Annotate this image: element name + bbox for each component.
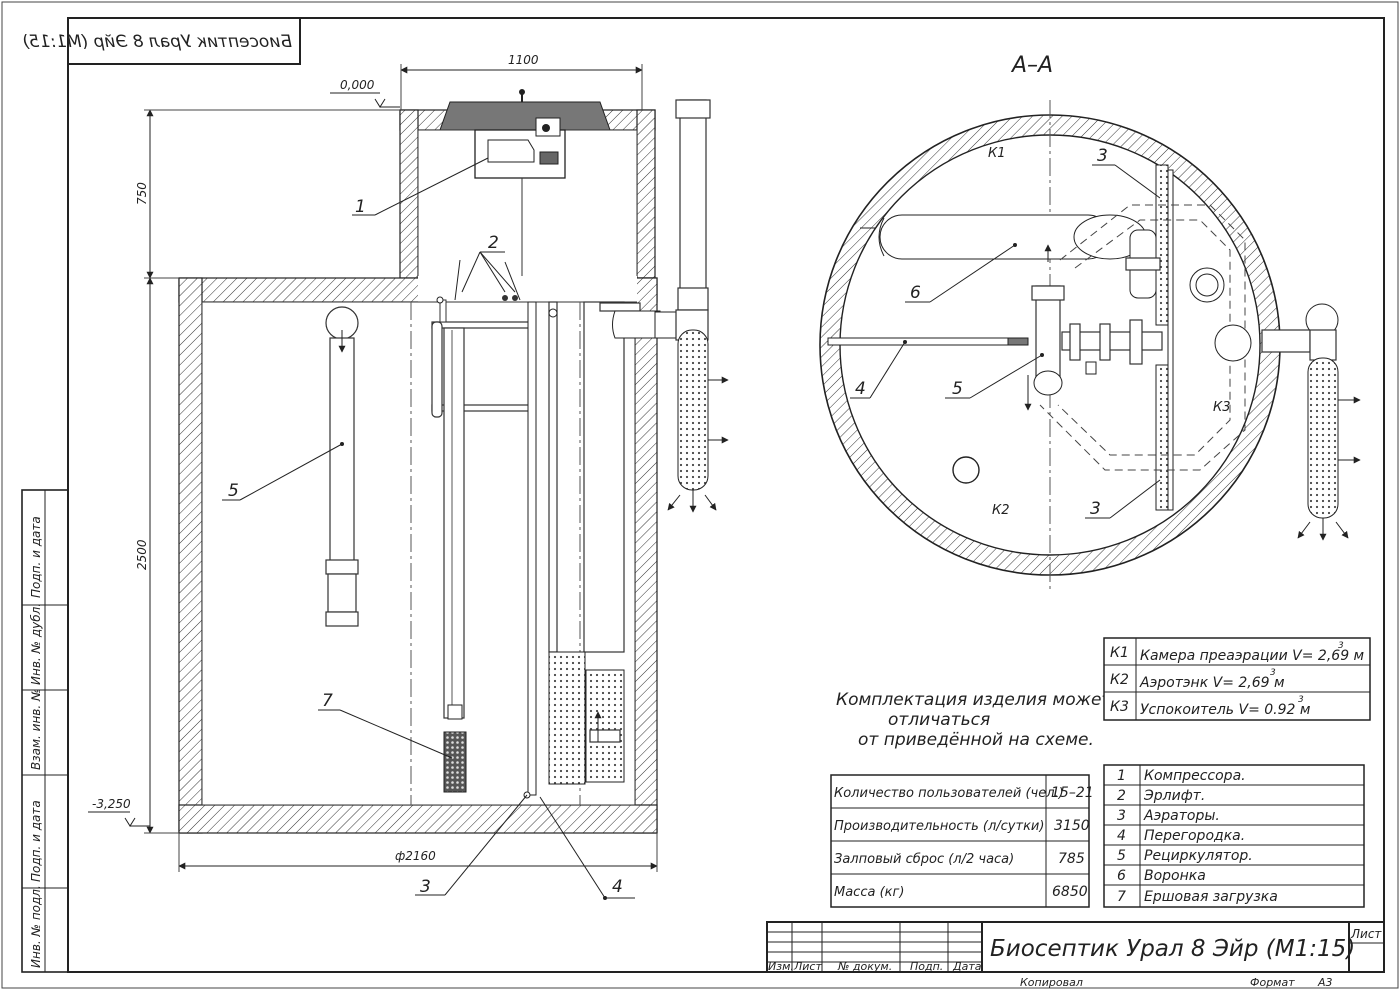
spec-value: 6850 (1052, 884, 1088, 900)
tb-format-value: А3 (1317, 976, 1333, 989)
body-right-wall (634, 277, 658, 834)
stamp-vzam-inv: Взам. инв. № (29, 689, 43, 770)
chamber-row-code: К2 (1110, 672, 1129, 688)
tb-col-list: Лист (793, 960, 822, 973)
part-num: 7 (1117, 889, 1126, 905)
chambers-table: К1 Камера преаэрации V= 2,69 м 3 К2 Аэро… (1103, 637, 1371, 721)
stamp-inv-podl: Инв. № подл. (29, 885, 43, 968)
chamber-row-text: Аэротэнк V= 2,69 м (1139, 675, 1285, 691)
side-stamp: Инв. № подл. Подп. и дата Взам. инв. № И… (21, 489, 69, 973)
spec-value: 3150 (1054, 818, 1090, 834)
callout-section-4: 4 (855, 379, 866, 399)
callout-section-3-lower: 3 (1090, 499, 1101, 519)
mirrored-title-box: Биосептик Урал 8 Эйр (М1:15) (22, 17, 301, 65)
callout-section-5: 5 (952, 379, 963, 399)
airlift-assembly-2 (431, 259, 533, 793)
callout-front-3: 3 (420, 877, 431, 897)
tb-copied: Копировал (1020, 976, 1083, 989)
callout-front-4: 4 (612, 877, 623, 897)
chamber-row-text: Успокоитель V= 0.92 м (1140, 702, 1311, 718)
aerator-lower (1155, 364, 1169, 511)
recirculator-5 (325, 306, 359, 627)
stamp-podp-data-2: Подп. и дата (29, 516, 43, 598)
spec-label: Масса (кг) (834, 885, 904, 900)
tb-col-podp: Подп. (910, 960, 943, 973)
neck-right-wall (636, 109, 656, 279)
chamber-row-code: К3 (1110, 699, 1129, 715)
section-a-a: А–А (819, 53, 1361, 590)
neck-left-wall (399, 109, 419, 279)
dim-width-top: 1100 (508, 53, 539, 67)
dim-diameter: ф2160 (395, 849, 436, 863)
chamber-row-sup: 3 (1338, 641, 1344, 651)
tb-col-data: Дата (952, 960, 982, 973)
lid (439, 101, 611, 131)
part-name: Компрессора. (1144, 768, 1246, 784)
tb-title: Биосептик Урал 8 Эйр (М1:15) (990, 936, 1355, 962)
calming-chamber (548, 301, 625, 785)
outlet-drainage (654, 99, 729, 513)
part-num: 5 (1117, 848, 1126, 864)
dim-level-zero: 0,000 (340, 78, 375, 92)
aerator-upper (1155, 164, 1169, 326)
tb-col-dokum: № докум. (837, 960, 892, 973)
dim-height-neck: 750 (135, 182, 149, 205)
callout-front-1: 1 (355, 197, 366, 217)
brush-load-7 (443, 731, 467, 793)
spec-label: Количество пользователей (чел.) (834, 786, 1064, 801)
section-partition (827, 337, 1029, 346)
chamber-row-sup: 3 (1298, 695, 1304, 705)
note-line-1: Комплектация изделия может (836, 690, 1112, 710)
stamp-podp-data-1: Подп. и дата (29, 800, 43, 882)
part-name: Эрлифт. (1143, 788, 1205, 804)
callout-front-7: 7 (322, 691, 333, 711)
chamber-k1-label: К1 (988, 146, 1006, 161)
callout-section-6: 6 (910, 283, 921, 303)
partition-4 (527, 301, 537, 796)
dim-level-bottom: -3,250 (92, 797, 131, 811)
part-name: Аэраторы. (1143, 808, 1220, 824)
part-num: 3 (1117, 808, 1126, 824)
compressor-unit (474, 117, 566, 300)
chamber-k2-label: К2 (992, 503, 1010, 518)
part-name: Ершовая загрузка (1144, 889, 1278, 905)
body-bottom-wall (178, 804, 658, 834)
mirrored-title: Биосептик Урал 8 Эйр (М1:15) (22, 32, 292, 52)
tb-col-izm: Изм. (768, 960, 794, 973)
part-name: Рециркулятор. (1144, 848, 1253, 864)
tb-format-label: Формат (1250, 976, 1295, 989)
dim-height-body: 2500 (135, 539, 149, 570)
tb-sheet-label: Лист (1350, 927, 1382, 941)
part-num: 1 (1117, 768, 1126, 784)
spec-value: 785 (1058, 851, 1085, 867)
callout-front-5: 5 (228, 481, 239, 501)
stamp-inv-dubl: Инв. № дубл. (29, 603, 43, 685)
chamber-row-code: К1 (1110, 645, 1129, 661)
chamber-k3-label: К3 (1213, 400, 1231, 415)
title-block: Изм. Лист № докум. Подп. Дата Биосептик … (766, 921, 1385, 989)
callout-section-3-upper: 3 (1097, 146, 1108, 166)
specs-table: Количество пользователей (чел.) 15–21 Пр… (830, 774, 1094, 908)
spec-label: Производительность (л/сутки) (834, 819, 1044, 834)
note-line-3: от приведённой на схеме. (858, 730, 1094, 750)
parts-table: 1 Компрессора. 2 Эрлифт. 3 Аэраторы. 4 П… (1103, 764, 1365, 908)
spec-label: Залповый сброс (л/2 часа) (834, 852, 1014, 867)
part-num: 4 (1117, 828, 1126, 844)
note-block: Комплектация изделия может отличаться от… (836, 690, 1112, 750)
spec-value: 15–21 (1051, 785, 1094, 801)
body-left-wall (178, 277, 203, 834)
part-name: Перегородка. (1144, 828, 1245, 844)
part-num: 6 (1117, 868, 1126, 884)
part-num: 2 (1117, 788, 1126, 804)
front-view: 1100 0,000 750 2500 -3,250 ф2160 1 2 5 (88, 53, 729, 900)
section-label: А–А (1010, 53, 1053, 78)
chamber-row-text: Камера преаэрации V= 2,69 м (1140, 648, 1365, 664)
chamber-row-sup: 3 (1270, 668, 1276, 678)
note-line-2: отличаться (888, 710, 990, 730)
part-name: Воронка (1144, 868, 1206, 884)
callout-front-2: 2 (488, 233, 499, 253)
